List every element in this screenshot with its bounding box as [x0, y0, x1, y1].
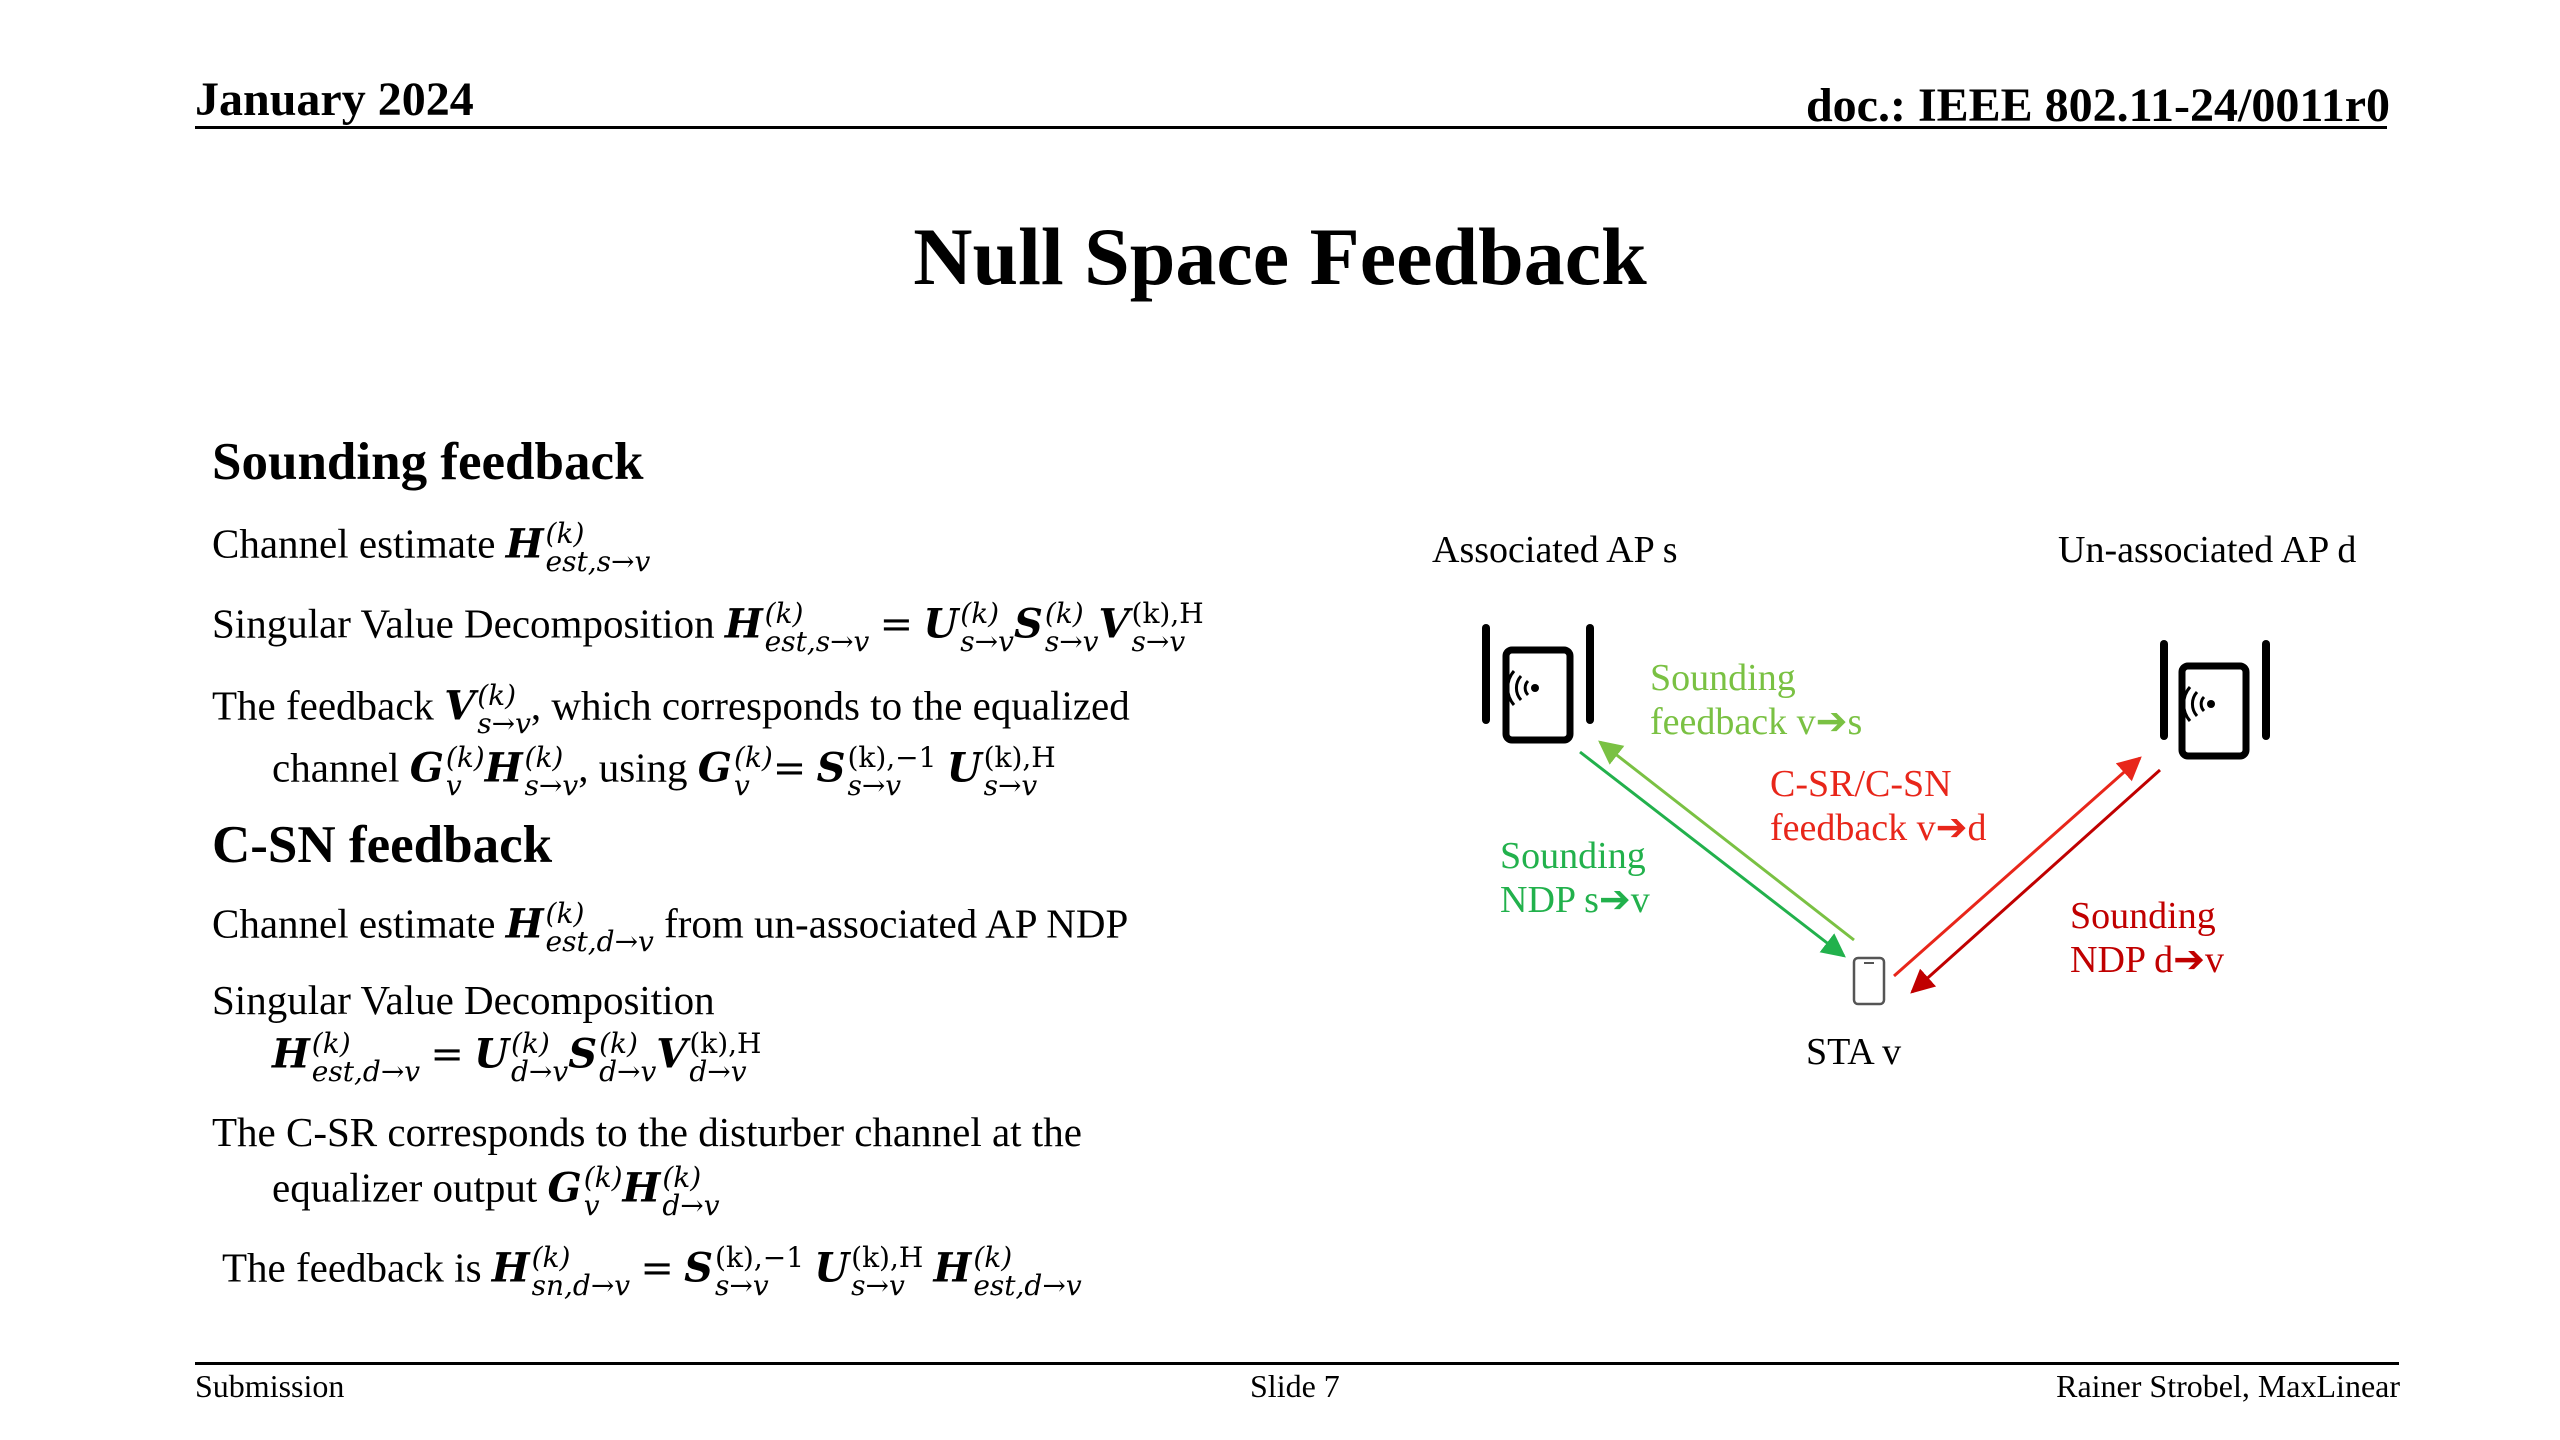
- sta-label: STA v: [1806, 1031, 1902, 1073]
- sounding-line-2: Singular Value Decomposition H(k)est,s→v…: [212, 597, 1204, 658]
- header-date: January 2024: [195, 73, 474, 126]
- label-sounding-feedback: Sounding feedback v➔s: [1650, 657, 1863, 743]
- arrow-ndp-d: [1910, 768, 2162, 994]
- header-rule: [195, 126, 2387, 129]
- sounding-line-1: Channel estimate H(k)est,s→v: [212, 517, 651, 578]
- phone-icon-sta: [1852, 956, 1886, 1006]
- label-ndp-s: Sounding NDP s➔v: [1500, 835, 1650, 921]
- label-csr-feedback: C-SR/C-SN feedback v➔d: [1770, 763, 1987, 849]
- csn-heading: C-SN feedback: [212, 816, 553, 874]
- arrow-ndp-s: [1579, 750, 1846, 958]
- arrow-csr-feedback: [1893, 756, 2142, 978]
- router-icon-ap-d: [2160, 640, 2270, 760]
- footer-submission: Submission: [195, 1368, 345, 1404]
- router-icon-ap-s: [1482, 624, 1594, 744]
- label-ndp-d: Sounding NDP d➔v: [2070, 895, 2224, 981]
- ap-s-label: Associated AP s: [1432, 529, 1678, 571]
- footer-author: Rainer Strobel, MaxLinear: [2056, 1368, 2400, 1404]
- csn-line-2: Singular Value Decomposition: [212, 977, 715, 1023]
- footer-slide-number: Slide 7: [1250, 1368, 1340, 1404]
- footer-rule: [195, 1362, 2399, 1365]
- network-diagram: [1482, 624, 2270, 1006]
- header-doc-id: doc.: IEEE 802.11-24/0011r0: [1805, 79, 2390, 132]
- sounding-line-3: The feedback V(k)s→v, which corresponds …: [212, 679, 1130, 740]
- slide-title: Null Space Feedback: [913, 211, 1647, 302]
- csn-line-4: The C-SR corresponds to the disturber ch…: [212, 1109, 1082, 1155]
- arrow-sounding-feedback: [1598, 740, 1855, 942]
- ap-d-label: Un-associated AP d: [2058, 529, 2357, 571]
- csn-line-1: Channel estimate H(k)est,d→v from un-ass…: [212, 897, 1129, 958]
- sounding-heading: Sounding feedback: [212, 433, 644, 491]
